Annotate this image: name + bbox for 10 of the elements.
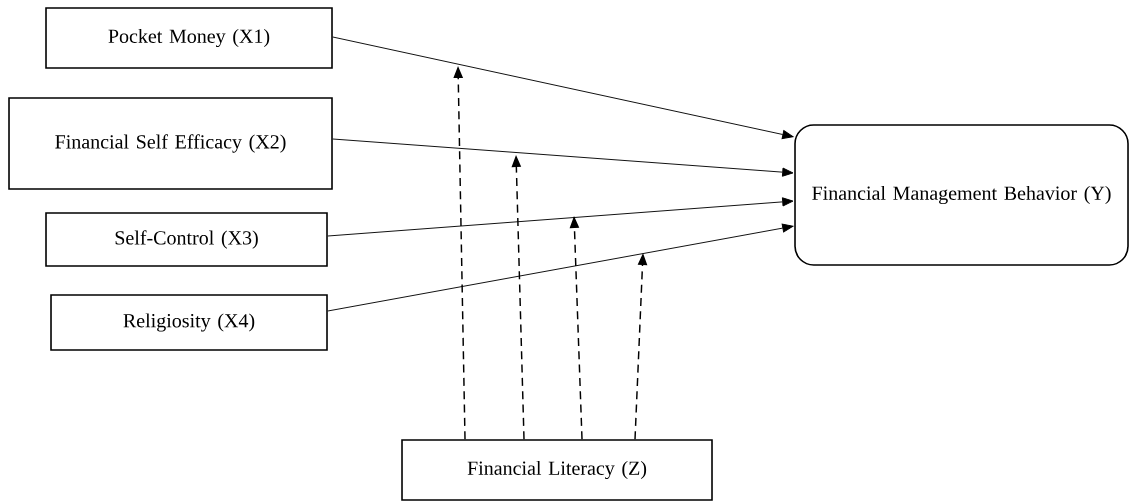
arrow <box>332 138 794 177</box>
box: Financial Self Efficacy (X2) <box>8 97 333 190</box>
arrow <box>332 36 794 140</box>
box: Pocket Money (X1) <box>45 7 333 69</box>
arrow <box>327 223 794 312</box>
box: Financial Literacy (Z) <box>401 439 713 501</box>
arrow <box>327 197 794 237</box>
box: Self-Control (X3) <box>45 212 328 267</box>
rounded-box: Financial Management Behavior (Y) <box>794 124 1129 266</box>
box: Religiosity (X4) <box>50 294 328 351</box>
